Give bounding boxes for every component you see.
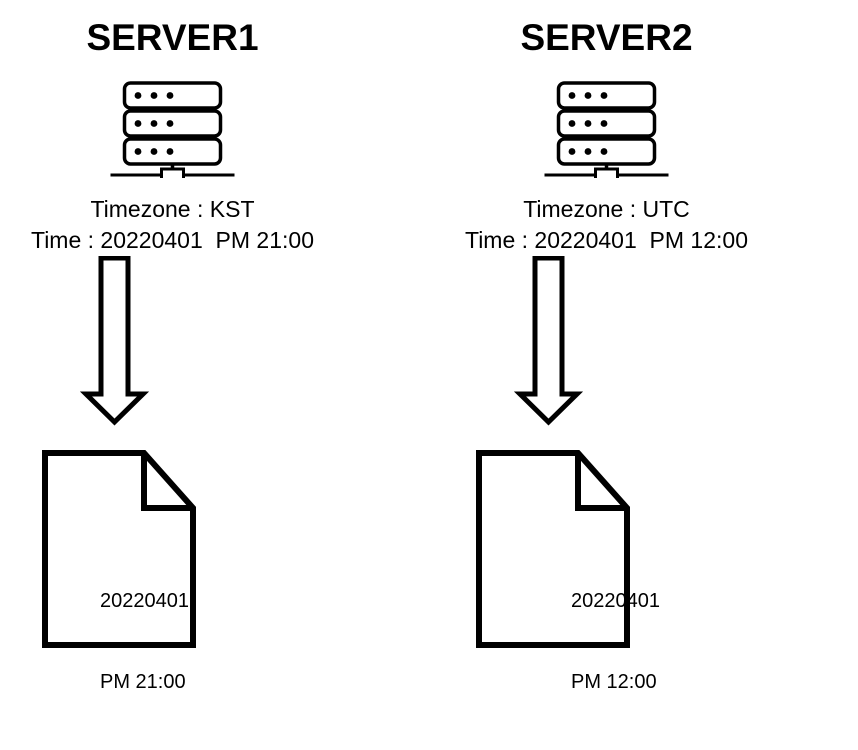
document-text-server1: 20220401 PM 21:00 — [0, 534, 429, 750]
server-title-server1: SERVER1 — [86, 17, 259, 58]
server-timezone-label-server1: Timezone : KST — [90, 196, 255, 222]
document-page-icon — [392, 448, 821, 656]
down-arrow-icon — [392, 255, 821, 426]
server-column-server2: SERVER2 — [429, 0, 858, 693]
document-page-icon — [0, 448, 387, 656]
document-text-line1: 20220401 — [100, 590, 189, 612]
server-timezone-label-server2: Timezone : UTC — [523, 196, 690, 222]
down-arrow-icon — [0, 255, 387, 426]
document-text-line2: PM 21:00 — [100, 671, 186, 693]
server-time-label-server2: Time : 20220401 PM 12:00 — [465, 227, 748, 253]
diagram-canvas: SERVER1 — [0, 0, 858, 693]
server-column-server1: SERVER1 — [0, 0, 429, 693]
document-text-line2: PM 12:00 — [571, 671, 657, 693]
server-rack-icon — [0, 78, 387, 184]
document-text-server2: 20220401 PM 12:00 — [429, 534, 858, 750]
server-title-server2: SERVER2 — [520, 17, 693, 58]
server-time-label-server1: Time : 20220401 PM 21:00 — [31, 227, 314, 253]
server-rack-icon — [392, 78, 821, 184]
document-text-line1: 20220401 — [571, 590, 660, 612]
